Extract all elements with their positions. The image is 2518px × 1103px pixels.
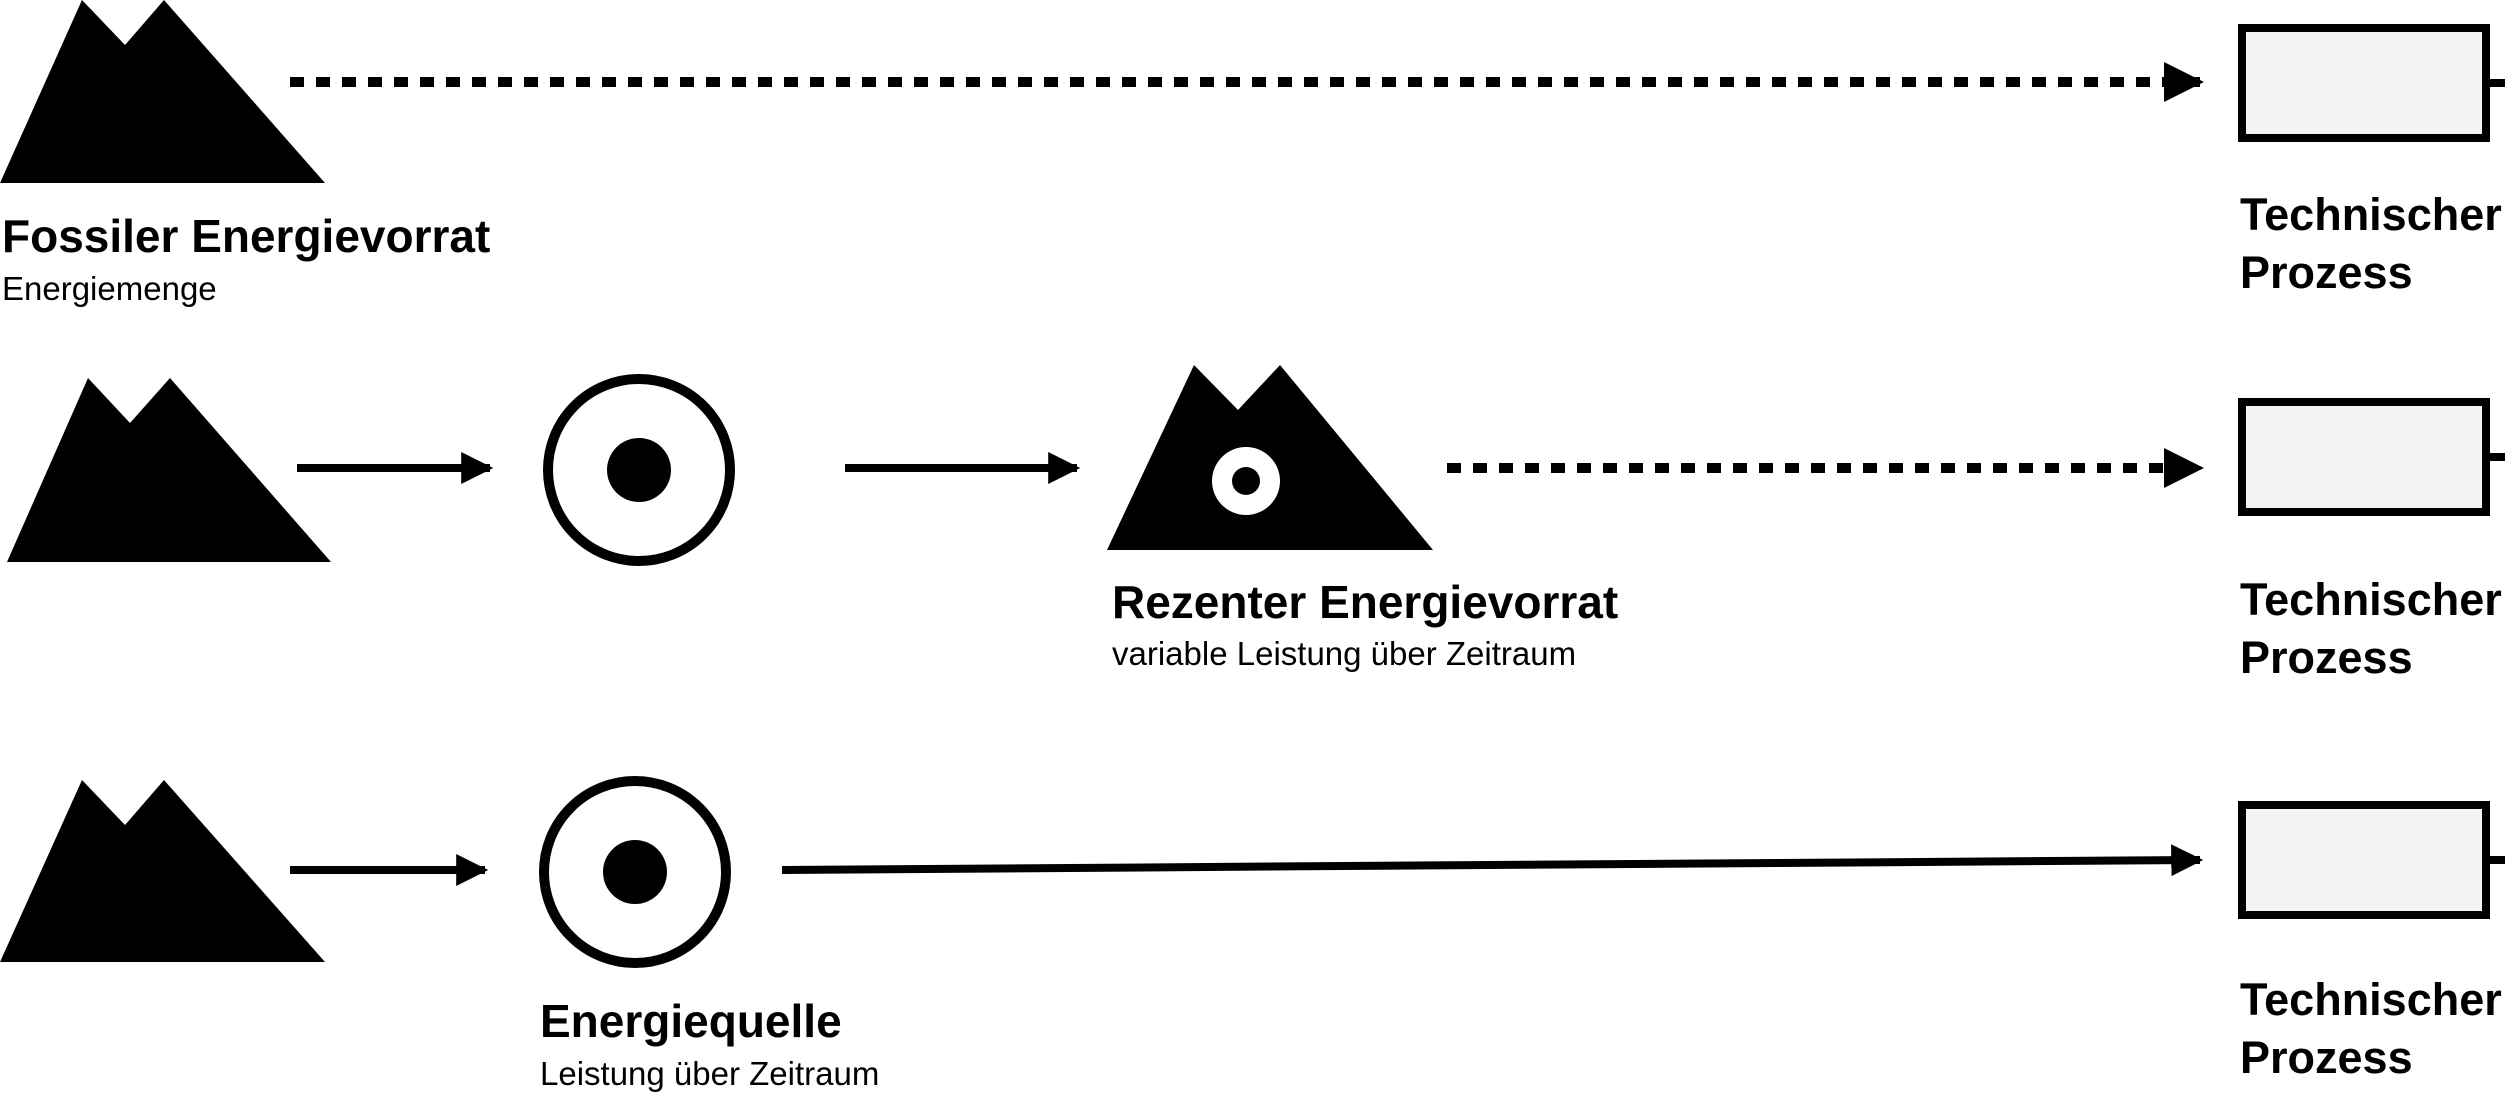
process-label-line2: Prozess — [2240, 247, 2413, 298]
label-subtitle: variable Leistung über Zeitraum — [1112, 635, 1576, 672]
process-label-line1: Technischer — [2240, 974, 2502, 1025]
source-circle-icon — [543, 374, 735, 566]
process-label-line1: Technischer — [2240, 574, 2502, 625]
process-label-line1: Technischer — [2240, 189, 2502, 240]
row-recent: Rezenter Energievorrat variable Leistung… — [7, 365, 2505, 683]
label-subtitle: Leistung über Zeitraum — [540, 1055, 879, 1092]
mountain-icon — [0, 780, 325, 962]
label-title: Rezenter Energievorrat — [1112, 576, 1618, 628]
label-subtitle: Energiemenge — [2, 270, 217, 307]
process-label-line2: Prozess — [2240, 632, 2413, 683]
process-box-icon — [2238, 24, 2505, 142]
mountain-icon — [7, 378, 331, 562]
label-title: Fossiler Energievorrat — [2, 210, 490, 262]
row-fossil: Fossiler Energievorrat Energiemenge Tech… — [0, 0, 2505, 307]
process-label-line2: Prozess — [2240, 1032, 2413, 1083]
process-box-icon — [2238, 398, 2505, 516]
process-box-icon — [2238, 801, 2505, 919]
row-source: Energiequelle Leistung über Zeitraum Tec… — [0, 776, 2505, 1092]
source-circle-icon — [539, 776, 731, 968]
arrow — [781, 844, 2204, 877]
mountain-icon — [0, 0, 325, 183]
mountain-with-source-icon — [1107, 365, 1433, 550]
label-title: Energiequelle — [540, 995, 842, 1047]
